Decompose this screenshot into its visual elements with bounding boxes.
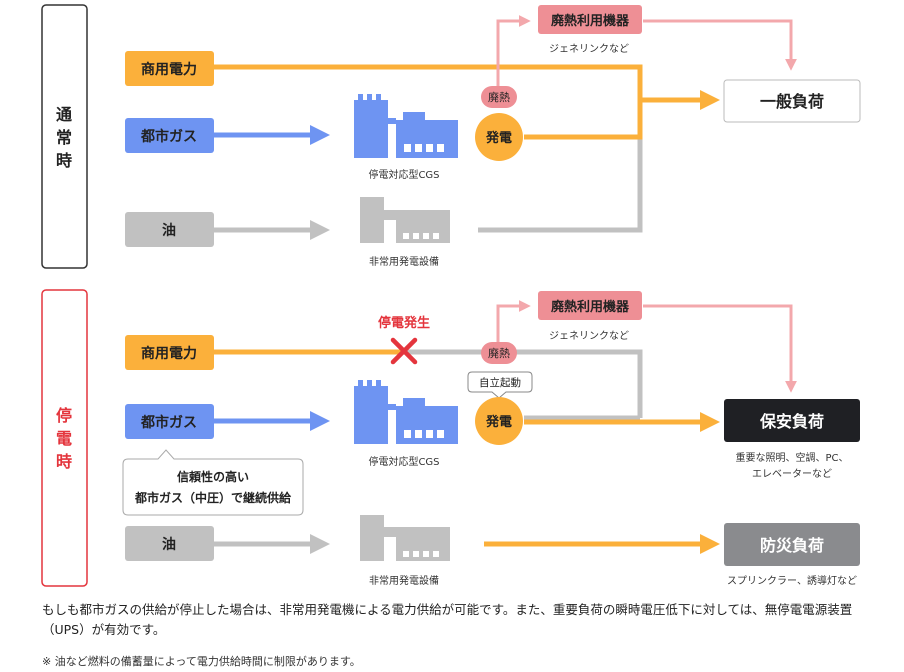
outage-commercial-power-label: 商用電力	[141, 345, 197, 362]
outage-heat-down-line	[643, 304, 797, 393]
outage-generator-caption: 非常用発電設備	[369, 574, 439, 587]
normal-waste-heat-badge	[481, 86, 517, 108]
power-supply-diagram: 通 常 時 商用電力 都市ガス 油 停電対応型CGS	[41, 4, 861, 587]
disaster-load-label: 防災負荷	[760, 536, 824, 555]
normal-side-char: 通	[56, 105, 72, 124]
normal-waste-heat-sub: ジェネリンクなど	[549, 43, 629, 55]
normal-commercial-line	[214, 64, 643, 97]
outage-side-char: 時	[56, 452, 72, 471]
general-load-box	[723, 79, 861, 123]
outage-waste-heat-badge	[481, 342, 517, 364]
outage-cgs-caption: 停電対応型CGS	[368, 455, 439, 468]
normal-generator-caption: 非常用発電設備	[369, 255, 439, 268]
normal-waste-heat-equipment-box	[538, 5, 642, 34]
security-load-box	[724, 399, 860, 442]
gas-callout-box	[122, 449, 304, 516]
outage-city-gas-label: 都市ガス	[140, 414, 197, 431]
security-load-sub1: 重要な照明、空調、PC、	[735, 451, 848, 464]
normal-city-gas-box	[125, 118, 214, 153]
normal-waste-heat-badge-label: 廃熱	[488, 90, 510, 104]
normal-side-box	[41, 4, 88, 269]
outage-x-icon	[390, 337, 418, 365]
gas-callout-line2: 都市ガス（中圧）で継続供給	[134, 490, 292, 505]
outage-commercial-power-box	[125, 335, 214, 370]
outage-occurred-label: 停電発生	[378, 315, 430, 331]
outage-waste-heat-badge-label: 廃熱	[488, 346, 510, 360]
footnote: ※ 油など燃料の備蓄量によって電力供給時間に制限があります。	[42, 655, 361, 668]
disaster-load-sub: スプリンクラー、誘導灯など	[727, 574, 857, 587]
security-load-sub2: エレベーターなど	[752, 468, 832, 480]
self-start-callout	[467, 371, 533, 399]
outage-waste-heat-equipment-box	[538, 291, 642, 320]
outage-oil-label: 油	[162, 536, 176, 553]
outage-power-gen-badge	[475, 397, 523, 445]
normal-power-gen-badge-label: 発電	[485, 130, 512, 146]
normal-power-gen-badge	[475, 113, 523, 161]
outage-oil-box	[125, 526, 214, 561]
normal-city-gas-label: 都市ガス	[140, 128, 197, 145]
outage-side-char: 停	[56, 406, 72, 425]
normal-side-char: 常	[56, 128, 72, 147]
outage-waste-heat-equipment-label: 廃熱利用機器	[550, 299, 630, 315]
normal-commercial-power-label: 商用電力	[141, 61, 197, 78]
outage-section: 停 電 時 停電発生 商用電力 都市ガス 油 信頼性の高い 都市ガス（中圧）で継…	[41, 289, 860, 587]
security-load-label: 保安負荷	[759, 412, 824, 431]
outage-waste-heat-sub: ジェネリンクなど	[549, 330, 629, 342]
normal-oil-line	[478, 97, 643, 233]
disaster-load-box	[724, 523, 860, 566]
general-load-label: 一般負荷	[760, 92, 824, 111]
normal-heat-up-line	[496, 15, 531, 86]
normal-gen-line	[524, 97, 643, 140]
normal-heat-down-line	[643, 19, 797, 71]
outage-city-gas-box	[125, 404, 214, 439]
outage-side-char: 電	[56, 429, 72, 448]
outage-heat-up-line	[496, 300, 531, 342]
gas-callout-line1: 信頼性の高い	[177, 469, 249, 484]
self-start-label: 自立起動	[479, 376, 521, 389]
outage-power-gen-badge-label: 発電	[485, 414, 512, 430]
main-note: もしも都市ガスの供給が停止した場合は、非常用発電機による電力供給が可能です。また…	[42, 602, 853, 637]
normal-oil-label: 油	[162, 222, 176, 239]
normal-commercial-power-box	[125, 51, 214, 86]
normal-side-char: 時	[56, 151, 72, 170]
normal-oil-box	[125, 212, 214, 247]
normal-waste-heat-equipment-label: 廃熱利用機器	[550, 13, 630, 29]
outage-side-box	[41, 289, 88, 587]
normal-section: 通 常 時 商用電力 都市ガス 油 停電対応型CGS	[41, 4, 861, 269]
normal-cgs-caption: 停電対応型CGS	[368, 168, 439, 181]
